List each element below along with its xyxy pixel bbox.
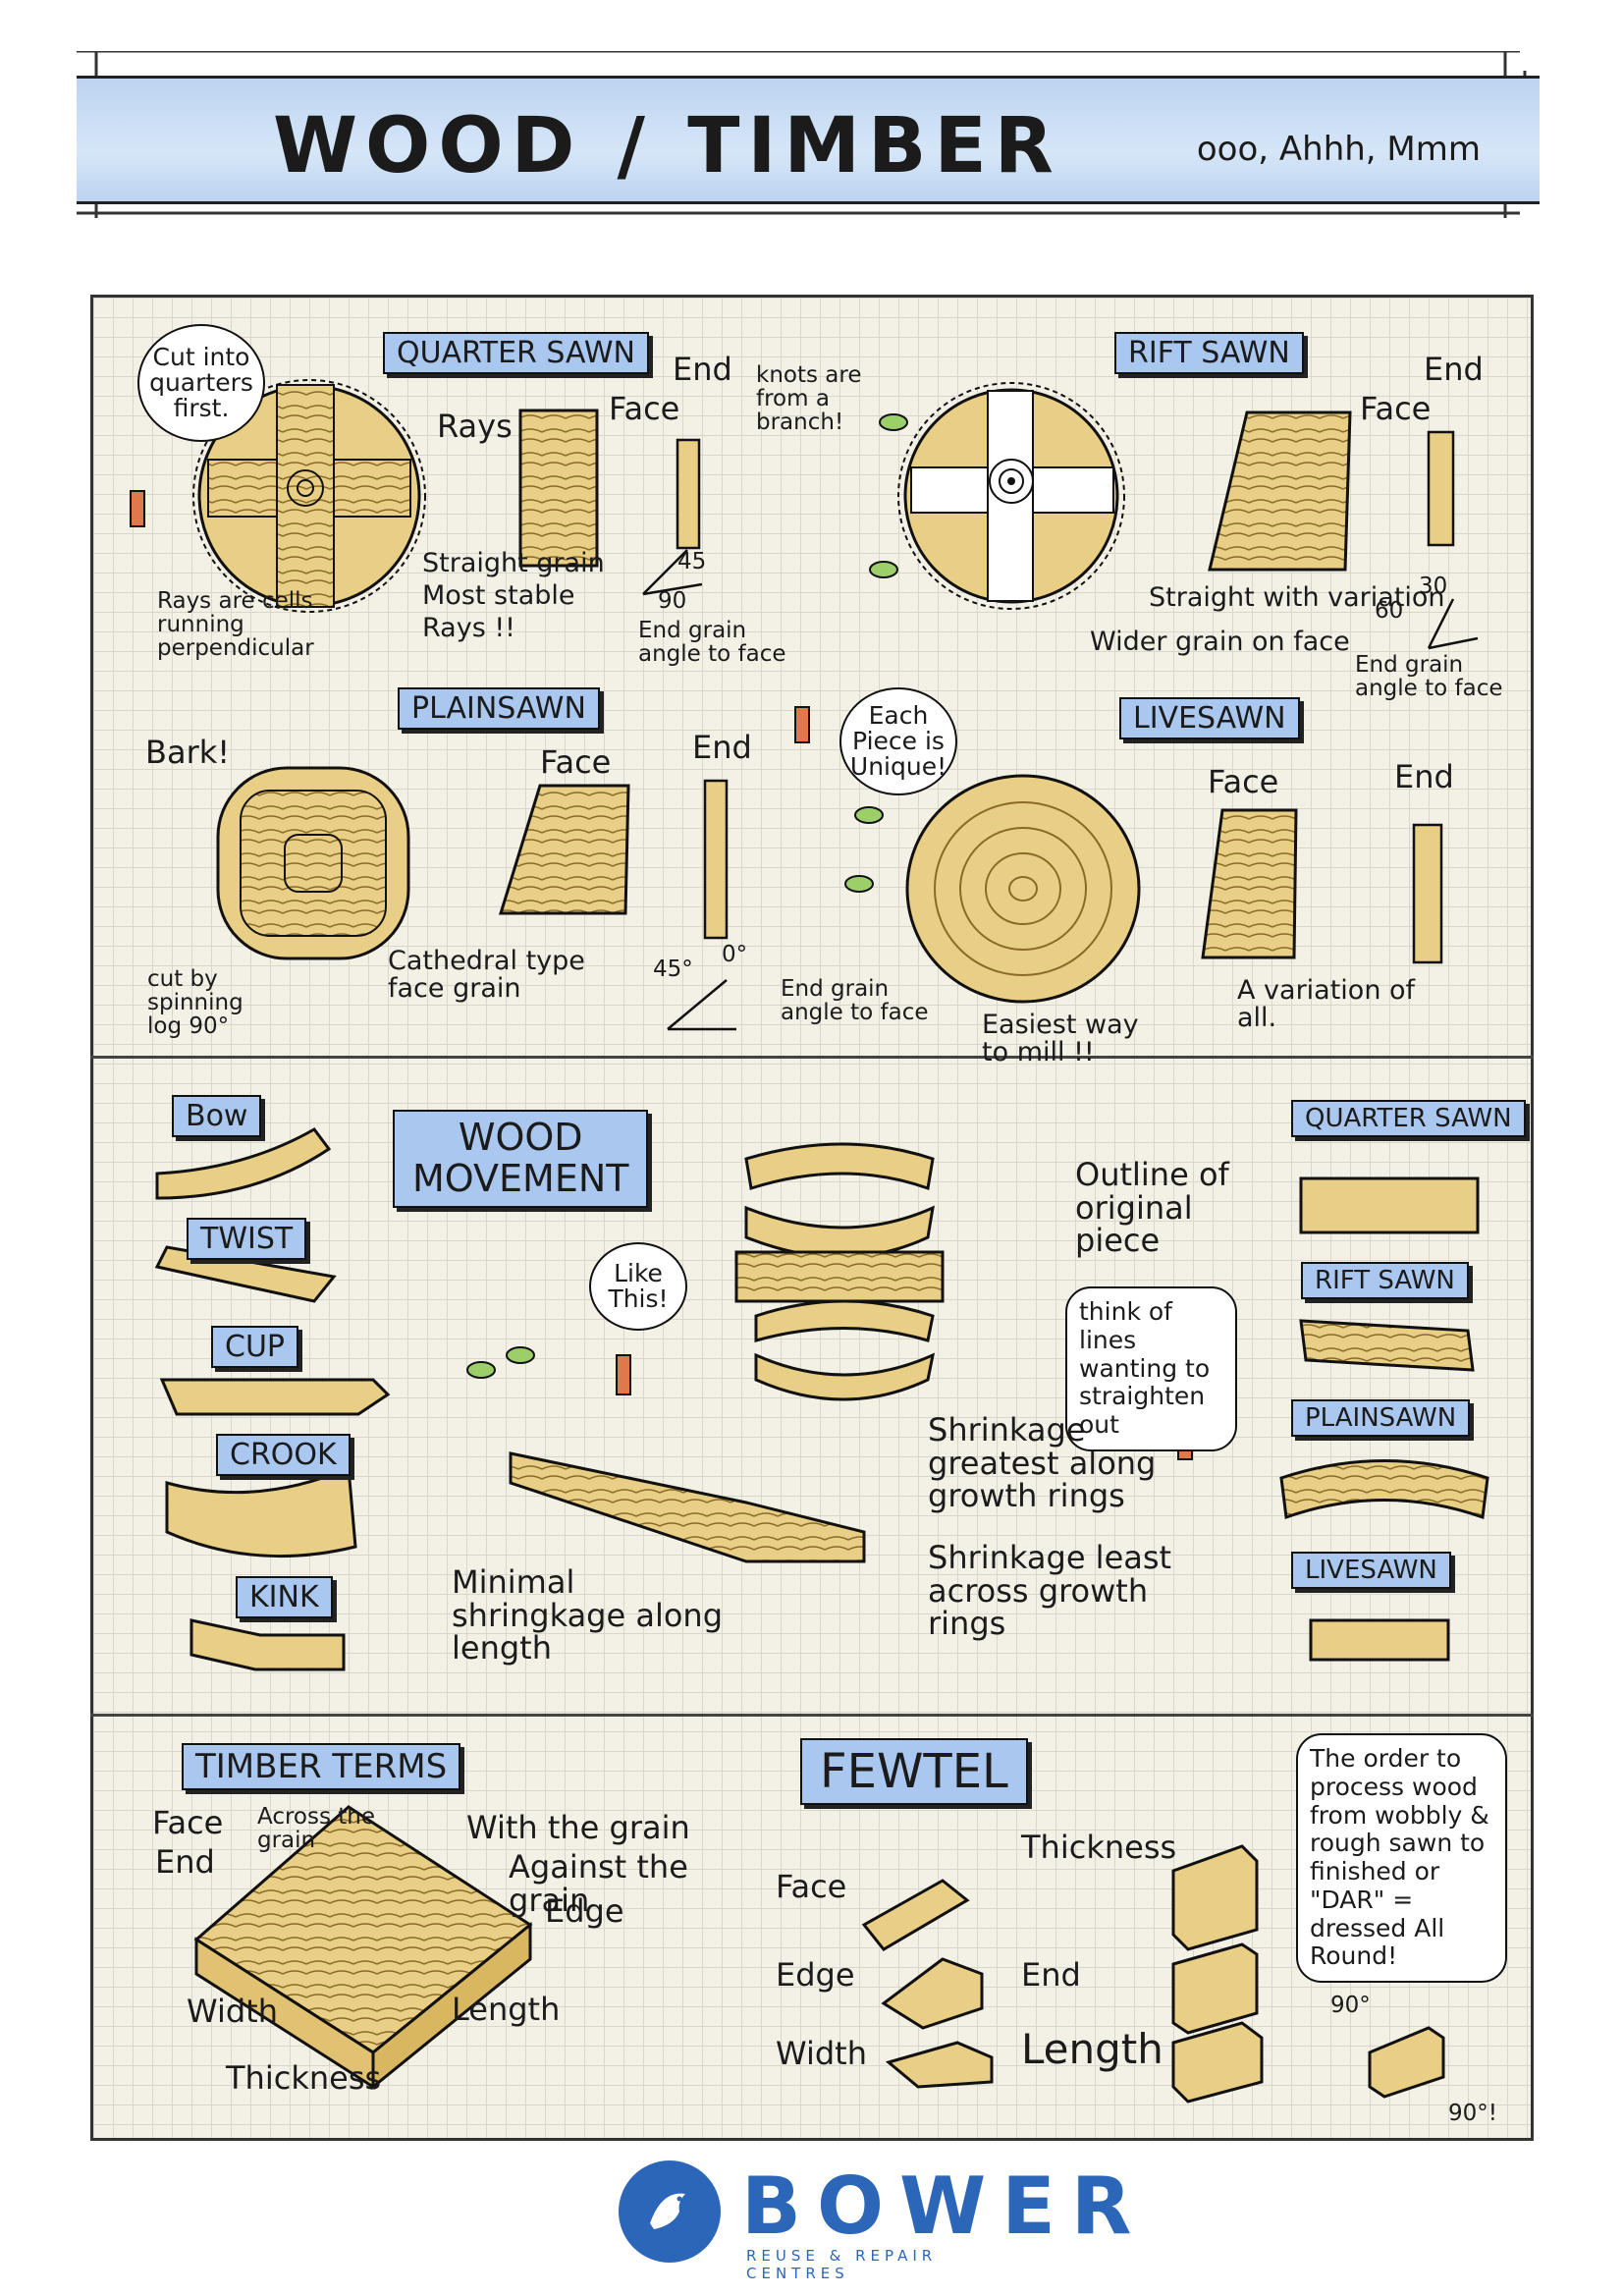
wood-movement-title-line2: MOVEMENT <box>412 1156 629 1200</box>
defect-shapes <box>154 1127 391 1671</box>
plain-angle-b: 0° <box>722 942 748 967</box>
live-sawn-label: LIVESAWN <box>1119 697 1300 739</box>
bird-icon <box>650 2193 685 2229</box>
rift-end-grain: End grain angle to face <box>1355 652 1503 702</box>
quarter-note-3: Rays !! <box>422 613 515 643</box>
live-sawn-log <box>905 774 1141 1004</box>
term-against-grain: Against the grain <box>509 1848 688 1919</box>
knots-note: knots are from a branch! <box>756 362 862 436</box>
movement-live-label: LIVESAWN <box>1291 1552 1451 1589</box>
movement-boards <box>509 1142 945 1563</box>
page-title: WOOD / TIMBER <box>273 102 1061 191</box>
like-this-bubble: Like This! <box>589 1242 687 1331</box>
live-sawn-face <box>1201 808 1443 964</box>
rift-note-2: Wider grain on face <box>1090 627 1350 657</box>
movement-plain-label: PLAINSAWN <box>1291 1399 1471 1437</box>
rift-angle-a: 30 <box>1419 574 1448 599</box>
rift-sawn-log <box>897 382 1125 610</box>
live-end-label: End <box>1394 758 1454 795</box>
shrink-least-note: Shrinkage least across growth rings <box>928 1539 1172 1643</box>
rift-sawn-label: RIFT SAWN <box>1114 332 1304 374</box>
term-thickness: Thickness <box>226 2059 382 2097</box>
brand-name: BOWER <box>741 2160 1148 2252</box>
fewtel-label: FEWTEL <box>800 1738 1028 1805</box>
bower-logo-circle <box>619 2160 721 2263</box>
fewtel-edge: Edge <box>776 1956 855 1994</box>
fewtel-note: The order to process wood from wobbly & … <box>1296 1733 1507 1983</box>
shrink-greatest-note: Shrinkage greatest along growth rings <box>928 1411 1157 1515</box>
bower-logo: BOWER REUSE & REPAIR CENTRES <box>619 2160 1131 2282</box>
page-subtitle: ooo, Ahhh, Mmm <box>1196 130 1481 169</box>
rays-label: Rays <box>437 408 513 445</box>
rays-note: Rays are cells running perpendicular <box>157 588 314 662</box>
leaves <box>466 413 908 1379</box>
rift-sawn-face <box>1208 410 1479 650</box>
defect-kink-label: KINK <box>236 1576 333 1618</box>
brand-tagline: REUSE & REPAIR CENTRES <box>746 2247 938 2282</box>
term-across-grain: Across the grain <box>257 1804 376 1854</box>
quarter-note-2: Most stable <box>422 580 575 611</box>
bark-note: Bark! <box>145 734 231 771</box>
live-face-label: Face <box>1208 763 1279 800</box>
plain-angle-a: 45° <box>653 957 693 982</box>
plain-sawn-log <box>216 766 410 960</box>
easiest-note: Easiest way to mill !! <box>982 1010 1139 1068</box>
term-end: End <box>155 1843 215 1881</box>
fewtel-angle-a: 90° <box>1330 1993 1371 2018</box>
quarter-angle-a: 45 <box>677 549 707 574</box>
header-banner: WOOD / TIMBER ooo, Ahhh, Mmm <box>77 51 1540 218</box>
divider-1 <box>90 1056 1534 1059</box>
fewtel-face: Face <box>776 1868 847 1905</box>
term-edge: Edge <box>545 1892 624 1930</box>
term-width: Width <box>187 1993 278 2030</box>
term-face: Face <box>152 1804 224 1841</box>
fewtel-thickness: Thickness <box>1021 1829 1177 1866</box>
defect-cup-label: CUP <box>211 1326 298 1368</box>
quarter-note-1: Straight grain <box>422 548 605 578</box>
timber-terms-board <box>193 1805 533 2091</box>
spin-log-note: cut by spinning log 90° <box>147 966 243 1040</box>
cut-movement-boards <box>1279 1176 1489 1662</box>
unique-bubble: Each Piece is Unique! <box>839 687 957 795</box>
divider-2 <box>90 1714 1534 1717</box>
rift-note-1: Straight with variation <box>1149 582 1445 613</box>
quarter-face-label: Face <box>609 390 680 427</box>
plain-face-label: Face <box>540 743 612 781</box>
term-length: Length <box>452 1991 561 2028</box>
rift-face-label: Face <box>1360 390 1432 427</box>
quarter-sawn-log <box>192 379 426 613</box>
minimal-shrinkage-note: Minimal shringkage along length <box>452 1563 724 1667</box>
defect-crook-label: CROOK <box>216 1434 351 1476</box>
defect-twist-label: TWIST <box>187 1218 307 1260</box>
fewtel-angle-b: 90°! <box>1448 2101 1497 2126</box>
fewtel-length: Length <box>1021 2025 1163 2073</box>
wood-movement-title-line1: WOOD <box>458 1116 583 1159</box>
quarter-sawn-face <box>518 409 703 596</box>
timber-terms-label: TIMBER TERMS <box>182 1743 461 1790</box>
term-with-grain: With the grain <box>466 1809 690 1846</box>
movement-quarter-label: QUARTER SAWN <box>1291 1100 1526 1137</box>
fewtel-pieces <box>861 1844 1445 2104</box>
defect-bow-label: Bow <box>172 1095 262 1137</box>
fewtel-end: End <box>1021 1956 1081 1994</box>
quarter-end-label: End <box>673 351 732 388</box>
outline-note: Outline of original piece <box>1075 1156 1229 1260</box>
rift-angle-b: 60 <box>1375 598 1404 624</box>
quarter-angle-b: 90 <box>658 588 687 614</box>
quarter-end-grain: End grain angle to face <box>638 618 786 668</box>
quarter-bubble: Cut into quarters first. <box>137 324 265 442</box>
plain-sawn-face <box>498 779 736 1031</box>
cathedral-note: Cathedral type face grain <box>388 946 585 1005</box>
movement-rift-label: RIFT SAWN <box>1301 1262 1469 1299</box>
plain-end-label: End <box>692 729 752 766</box>
think-note: think of lines wanting to straighten out <box>1065 1286 1237 1451</box>
rift-end-label: End <box>1424 351 1484 388</box>
wood-movement-title: WOOD MOVEMENT <box>393 1110 649 1208</box>
banner-band <box>77 76 1540 204</box>
live-note: A variation of all. <box>1237 975 1416 1034</box>
quarter-sawn-label: QUARTER SAWN <box>383 332 650 374</box>
plain-end-grain: End grain angle to face <box>781 976 929 1026</box>
fewtel-width: Width <box>776 2035 867 2072</box>
plain-sawn-label: PLAINSAWN <box>398 687 600 730</box>
